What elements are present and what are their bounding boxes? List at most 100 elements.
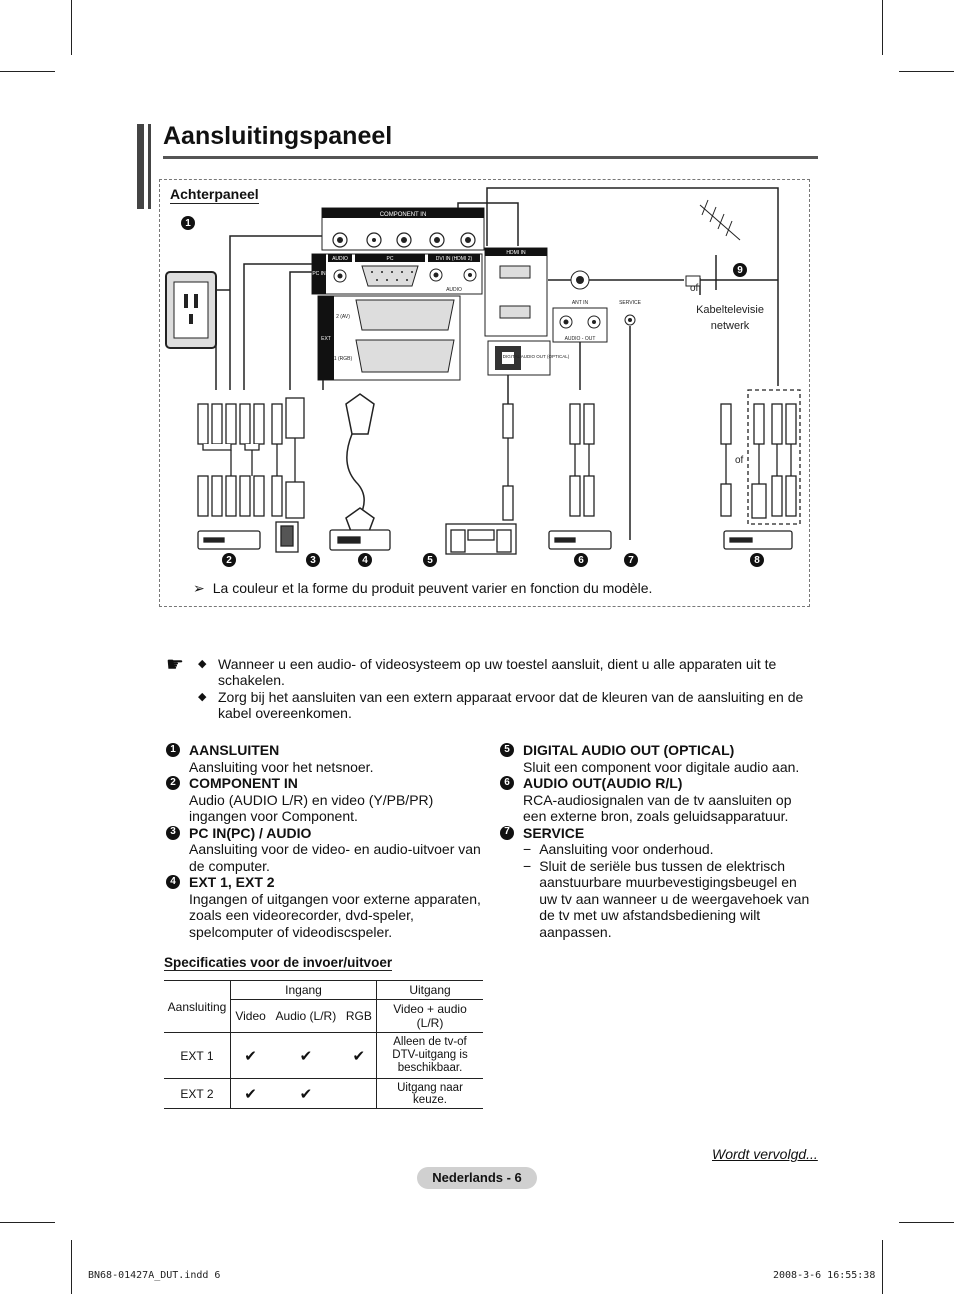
subheader-out: Video + audio (L/R) bbox=[393, 1002, 467, 1030]
pointing-hand-icon: ☛ bbox=[166, 654, 184, 676]
output-note: Uitgang naar keuze. bbox=[397, 1081, 463, 1106]
ant-in-label: ANT IN bbox=[572, 300, 589, 306]
antenna-icon bbox=[699, 199, 741, 241]
subheader-rgb: RGB bbox=[341, 999, 377, 1033]
continued-label: Wordt vervolgd... bbox=[712, 1146, 818, 1162]
print-file-info: BN68-01427A_DUT.indd 6 bbox=[88, 1270, 221, 1281]
component-in-label: COMPONENT IN bbox=[380, 212, 427, 218]
marker-4: 4 bbox=[358, 553, 372, 567]
item-text: Aansluiting voor het netsnoer. bbox=[189, 758, 374, 775]
item-number: 6 bbox=[500, 776, 514, 790]
item-text: Sluit een component voor digitale audio … bbox=[523, 758, 800, 775]
diagram-note-text: La couleur et la forme du produit peuven… bbox=[212, 580, 653, 596]
note-item: ◆ Zorg bij het aansluiten van een extern … bbox=[198, 689, 818, 721]
back-panel-illustration: COMPONENT IN PC IN AUDIO PC DVI IN (HDMI… bbox=[165, 187, 801, 555]
item-number: 5 bbox=[500, 743, 514, 757]
ext2-label: 2 (AV) bbox=[336, 314, 350, 320]
item-title: SERVICE bbox=[523, 824, 585, 841]
marker-7: 7 bbox=[624, 553, 638, 567]
item-text: Ingangen of uitgangen voor externe appar… bbox=[189, 890, 481, 940]
item-text: Aansluiting voor de video- en audio-uitv… bbox=[189, 841, 481, 874]
dash-bullet: − bbox=[523, 857, 532, 874]
diagram-section-label: Achterpaneel bbox=[170, 186, 259, 204]
dvi-in-label: DVI IN (HDMI 2) bbox=[436, 256, 473, 262]
page-title: Aansluitingspaneel bbox=[163, 122, 393, 150]
table-row: EXT 2 ✔ ✔ Uitgang naar keuze. bbox=[164, 1078, 483, 1109]
item-number: 3 bbox=[166, 825, 180, 840]
diamond-bullet-icon: ◆ bbox=[198, 691, 207, 703]
digital-audio-out-jack: DIGITAL AUDIO OUT (OPTICAL) bbox=[487, 340, 570, 376]
item-title: DIGITAL AUDIO OUT (OPTICAL) bbox=[523, 742, 735, 758]
check-video: ✔ bbox=[244, 1085, 257, 1103]
list-item: 7 SERVICE −Aansluiting voor onderhoud. −S… bbox=[500, 825, 810, 941]
item-text: Audio (AUDIO L/R) en video (Y/PB/PR) ing… bbox=[189, 791, 434, 825]
items-right: 5 DIGITAL AUDIO OUT (OPTICAL)Sluit een co… bbox=[500, 742, 810, 940]
marker-2: 2 bbox=[222, 553, 236, 567]
marker-6: 6 bbox=[574, 553, 588, 567]
title-rule bbox=[163, 156, 818, 159]
page-number-pill: Nederlands - 6 bbox=[417, 1167, 537, 1189]
sub-item-text: Sluit de seriële bus tussen de elektrisc… bbox=[539, 857, 810, 940]
header-connection: Aansluiting bbox=[164, 980, 231, 1033]
audio-out-label: AUDIO - OUT bbox=[565, 336, 596, 342]
marker-8: 8 bbox=[750, 553, 764, 567]
spec-table-title: Specificaties voor de invoer/uitvoer bbox=[164, 955, 393, 971]
audio-lr-label: AUDIO bbox=[446, 287, 462, 293]
cable-network-label-2: netwerk bbox=[711, 320, 750, 332]
crop-mark bbox=[882, 1240, 883, 1294]
optical-cable bbox=[502, 403, 514, 521]
note-item: ◆Wanneer u een audio- of videosysteem op… bbox=[198, 656, 818, 688]
marker-1: 1 bbox=[181, 216, 195, 230]
or-label-antenna: of bbox=[690, 283, 699, 294]
list-item: 5 DIGITAL AUDIO OUT (OPTICAL)Sluit een co… bbox=[500, 742, 810, 775]
spec-table: Aansluiting Ingang Uitgang Video Audio (… bbox=[164, 980, 483, 1109]
ext1-label: 1 (RGB) bbox=[334, 356, 353, 362]
audio-label: AUDIO bbox=[332, 256, 348, 262]
item-title: PC IN(PC) / AUDIO bbox=[189, 824, 312, 841]
output-note: Alleen de tv-of DTV-uitgang is beschikba… bbox=[392, 1036, 468, 1074]
crop-mark bbox=[0, 1222, 55, 1223]
item-number: 1 bbox=[166, 743, 180, 757]
crop-mark bbox=[0, 71, 55, 72]
pc-label: PC bbox=[387, 256, 394, 262]
item-title: AUDIO OUT(AUDIO R/L) bbox=[523, 775, 683, 791]
marker-5: 5 bbox=[423, 553, 437, 567]
item-title: COMPONENT IN bbox=[189, 775, 298, 791]
optical-label: DIGITAL AUDIO OUT (OPTICAL) bbox=[503, 354, 570, 359]
item-number: 4 bbox=[166, 875, 180, 889]
notes-list: ◆Wanneer u een audio- of videosysteem op… bbox=[198, 656, 818, 722]
print-date-info: 2008-3-6 16:55:38 bbox=[773, 1270, 876, 1281]
or-label-hdmi: of bbox=[735, 455, 744, 466]
crop-mark bbox=[899, 71, 954, 72]
diamond-bullet-icon: ◆ bbox=[198, 658, 207, 670]
crop-mark bbox=[71, 1240, 72, 1294]
note-arrow-icon: ➢ bbox=[193, 580, 205, 596]
power-socket bbox=[165, 271, 217, 349]
dash-bullet: − bbox=[523, 841, 532, 857]
crop-mark bbox=[882, 0, 883, 55]
sub-item-text: Aansluiting voor onderhoud. bbox=[539, 841, 714, 857]
sub-item: −Sluit de seriële bus tussen de elektris… bbox=[523, 858, 810, 941]
hdmi-in-label: HDMI IN bbox=[506, 250, 526, 256]
title-accent-gap bbox=[144, 124, 148, 209]
item-title: EXT 1, EXT 2 bbox=[189, 874, 275, 890]
hdmi-in-jacks: HDMI IN bbox=[484, 247, 548, 337]
service-label: SERVICE bbox=[619, 300, 642, 306]
crop-mark bbox=[71, 0, 72, 55]
item-number: 7 bbox=[500, 825, 514, 840]
cable-network-label: Kabeltelevisie bbox=[696, 304, 764, 316]
hdmi-cables bbox=[720, 389, 801, 525]
header-output: Uitgang bbox=[376, 980, 483, 1000]
note-text: Zorg bij het aansluiten van een extern a… bbox=[218, 689, 804, 721]
check-rgb: ✔ bbox=[341, 1032, 377, 1079]
row-name: EXT 1 bbox=[164, 1032, 231, 1079]
check-audio: ✔ bbox=[299, 1047, 313, 1065]
check-audio: ✔ bbox=[299, 1085, 313, 1103]
ext-label: EXT bbox=[321, 336, 331, 342]
